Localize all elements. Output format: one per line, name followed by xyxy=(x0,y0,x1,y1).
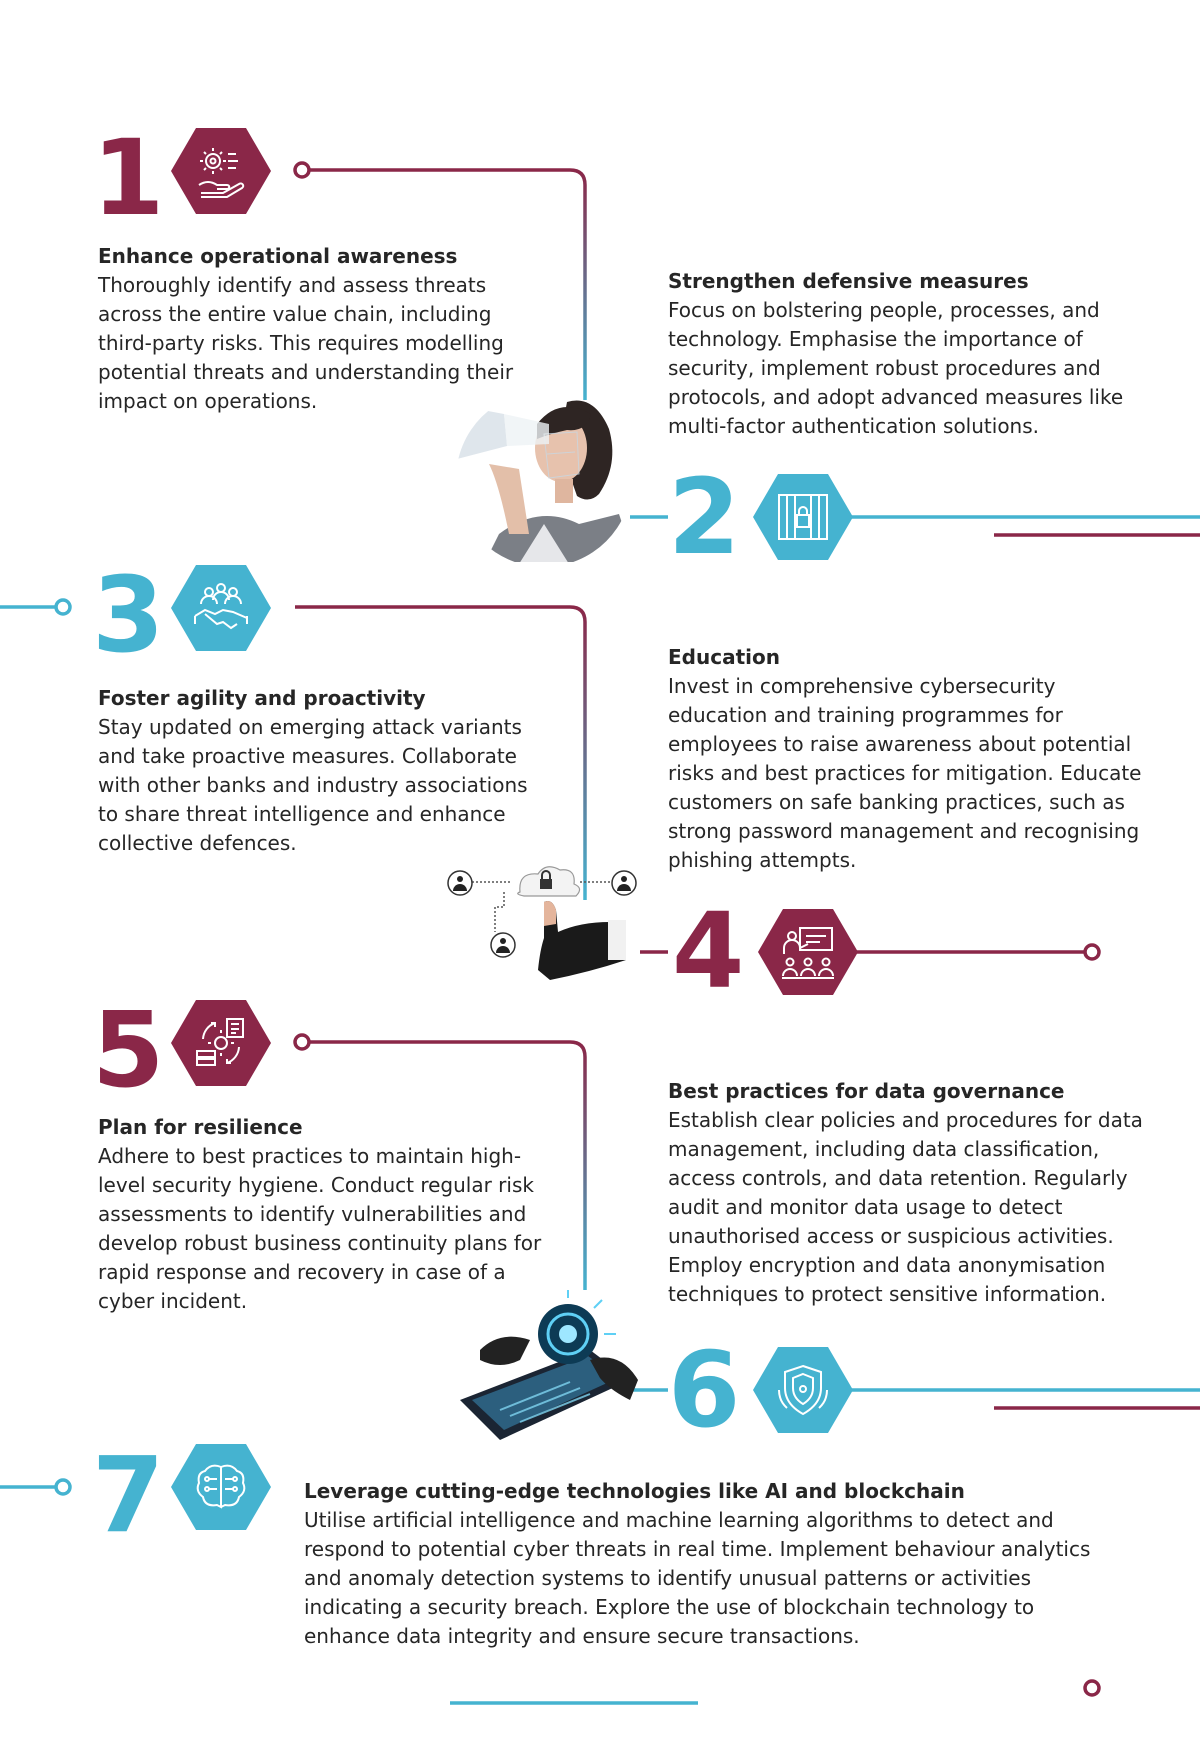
shield-icon xyxy=(777,1364,829,1416)
person-node-icons xyxy=(447,870,637,958)
step-2-title: Strengthen defensive measures xyxy=(668,269,1029,293)
step-6-text: Best practices for data governance Estab… xyxy=(668,1077,1148,1309)
step-1-hexagon xyxy=(171,128,271,214)
step-5-title: Plan for resilience xyxy=(98,1115,303,1139)
data-cycle-icon xyxy=(196,1018,244,1066)
step-4-text: Education Invest in comprehensive cybers… xyxy=(668,643,1143,875)
step-1-number: 1 xyxy=(92,117,164,239)
step-5-body: Adhere to best practices to maintain hig… xyxy=(98,1144,542,1313)
step-6-number: 6 xyxy=(668,1329,740,1451)
step-6-body: Establish clear policies and procedures … xyxy=(668,1108,1143,1306)
step-3-number: 3 xyxy=(92,554,164,676)
step-3-text: Foster agility and proactivity Stay upda… xyxy=(98,684,538,858)
step-1-title: Enhance operational awareness xyxy=(98,244,458,268)
step-6-title: Best practices for data governance xyxy=(668,1079,1065,1103)
step-3-title: Foster agility and proactivity xyxy=(98,686,426,710)
cyber-phone-photo xyxy=(460,1290,638,1440)
gear-hand-icon xyxy=(198,148,245,198)
step-4-body: Invest in comprehensive cybersecurity ed… xyxy=(668,674,1142,872)
woman-face-scan-photo xyxy=(456,391,632,562)
step-7-text: Leverage cutting-edge technologies like … xyxy=(304,1477,1114,1651)
step-7-title: Leverage cutting-edge technologies like … xyxy=(304,1479,965,1503)
step-1-body: Thoroughly identify and assess threats a… xyxy=(98,273,514,413)
step-2-number: 2 xyxy=(668,456,740,578)
step-2-hexagon xyxy=(753,474,853,560)
step-5-text: Plan for resilience Adhere to best pract… xyxy=(98,1113,553,1316)
step-7-body: Utilise artificial intelligence and mach… xyxy=(304,1508,1091,1648)
secure-server-icon xyxy=(778,494,828,540)
step-5-number: 5 xyxy=(92,989,164,1111)
step-4-hexagon xyxy=(758,909,858,995)
step-3-body: Stay updated on emerging attack variants… xyxy=(98,715,528,855)
step-4-number: 4 xyxy=(672,890,744,1012)
step-4-title: Education xyxy=(668,645,780,669)
classroom-icon xyxy=(782,927,834,979)
step-7-number: 7 xyxy=(92,1434,164,1556)
cloud-lock-network-photo xyxy=(447,866,637,980)
handshake-icon xyxy=(194,583,248,630)
step-2-text: Strengthen defensive measures Focus on b… xyxy=(668,267,1128,441)
ai-brain-icon xyxy=(196,1464,246,1509)
step-2-body: Focus on bolstering people, processes, a… xyxy=(668,298,1124,438)
step-6-hexagon xyxy=(753,1347,853,1433)
step-1-text: Enhance operational awareness Thoroughly… xyxy=(98,242,538,416)
